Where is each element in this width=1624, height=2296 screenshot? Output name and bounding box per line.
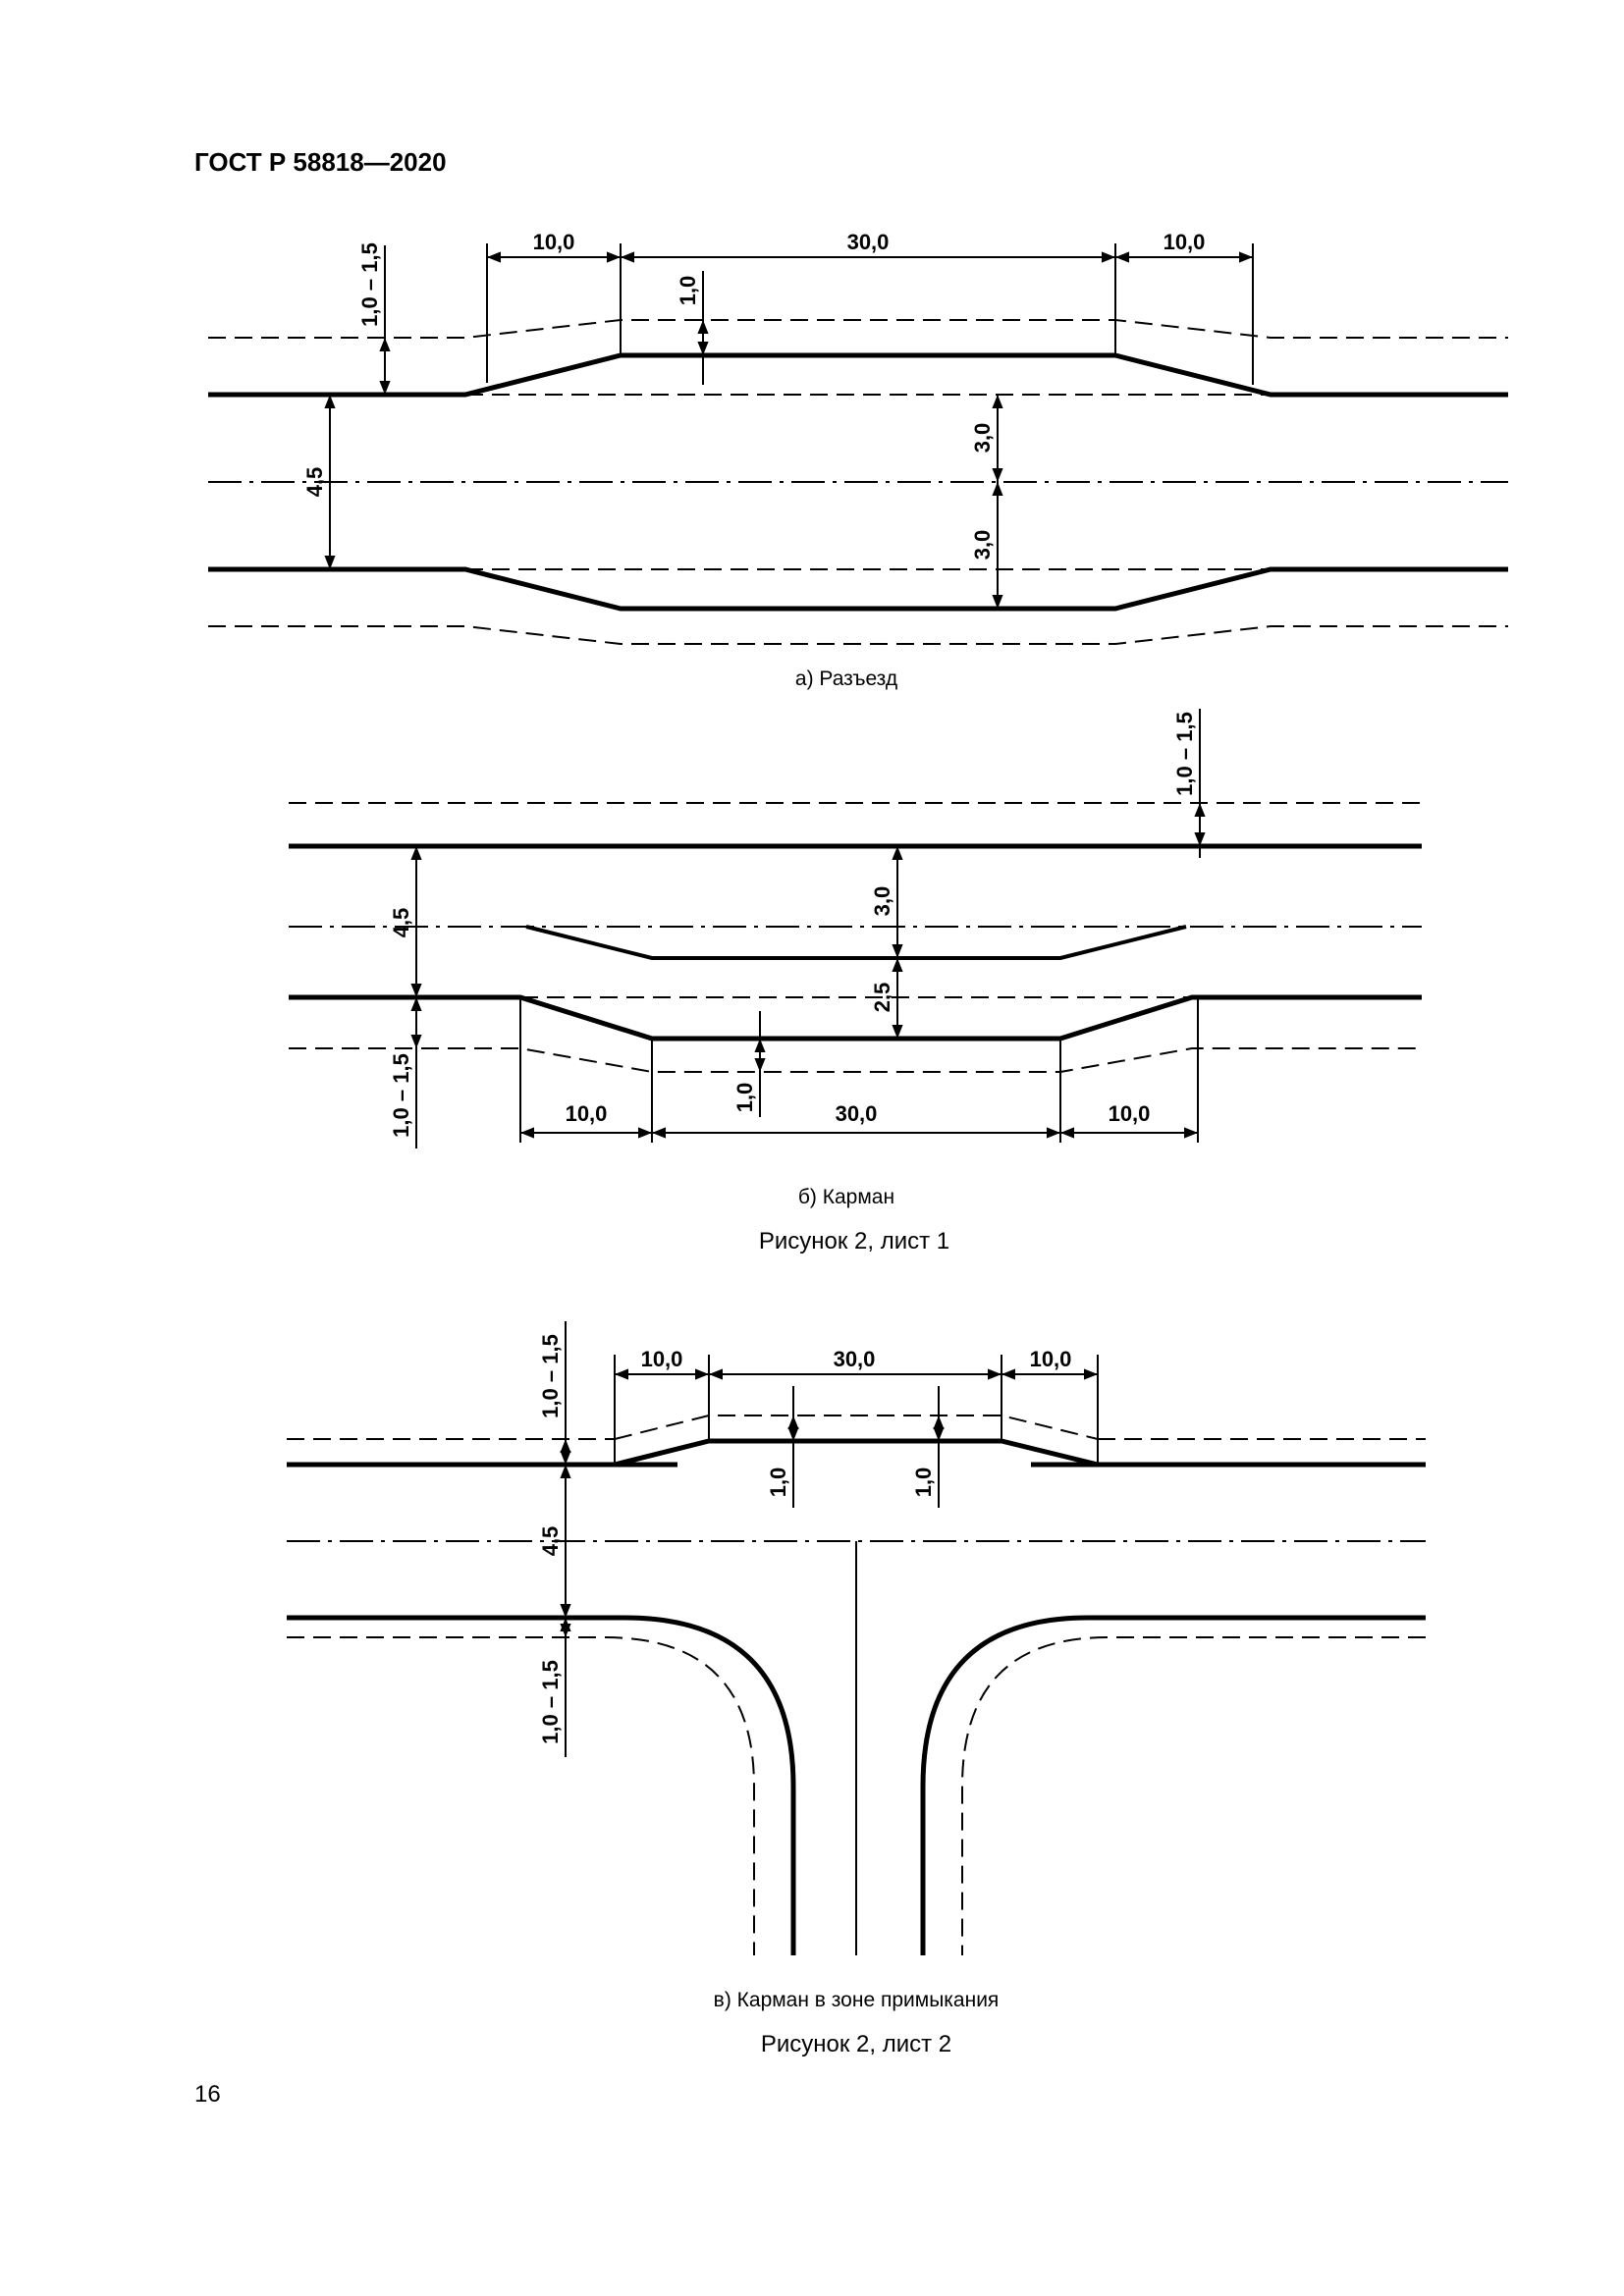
sheet-2-caption: Рисунок 2, лист 2	[761, 2031, 951, 2057]
dim-c-offset-right: 1,0	[911, 1468, 936, 1498]
road-edge-lines	[289, 843, 1422, 1041]
dim-b-lane-width: 4,5	[389, 908, 413, 938]
dim-a-half-top: 3,0	[970, 423, 995, 454]
figure-c-pocket-at-junction: 1,0 – 1,5 10,0 30,0 10,0 1,0 1,0 4,5 1,0…	[287, 1321, 1426, 2057]
dim-a-shoulder-top: 1,0 – 1,5	[357, 242, 382, 327]
dim-b-middle: 30,0	[836, 1101, 878, 1126]
dimension-lines	[560, 1368, 1098, 1637]
shoulder-lines	[287, 1415, 1426, 1955]
standard-header: ГОСТ Р 58818—2020	[194, 147, 447, 177]
dim-a-middle: 30,0	[847, 230, 890, 254]
dim-b-left-taper: 10,0	[566, 1101, 608, 1126]
dim-a-right-taper: 10,0	[1164, 230, 1206, 254]
dim-c-middle: 30,0	[834, 1347, 876, 1371]
caption-c: в) Карман в зоне примыкания	[714, 1989, 1000, 2011]
dim-b-right-taper: 10,0	[1109, 1101, 1151, 1126]
figure-a-passing-bay: 10,0 30,0 10,0 1,0 – 1,5 1,0 4,5 3,0 3,0…	[208, 230, 1508, 690]
dim-b-lower-gap: 2,5	[870, 983, 894, 1013]
dimension-lines	[324, 251, 1253, 609]
road-edge-lines	[208, 352, 1508, 612]
figure-b-pocket: 1,0 – 1,5 4,5 3,0 2,5 1,0 – 1,5 1,0 10,0…	[289, 709, 1422, 1255]
extension-lines	[519, 997, 1199, 1143]
page-number: 16	[194, 2081, 221, 2108]
dim-a-lane-width: 4,5	[302, 467, 327, 498]
dim-c-right-taper: 10,0	[1030, 1347, 1072, 1371]
dim-c-left-taper: 10,0	[641, 1347, 683, 1371]
dim-b-offset: 1,0	[732, 1083, 757, 1113]
dim-b-upper-gap: 3,0	[870, 886, 894, 917]
dim-b-shoulder-bottom: 1,0 – 1,5	[389, 1053, 413, 1138]
dimension-lines	[410, 803, 1206, 1139]
dim-a-offset: 1,0	[676, 276, 700, 306]
dim-c-offset-left: 1,0	[766, 1468, 790, 1498]
dim-c-shoulder-top: 1,0 – 1,5	[538, 1334, 563, 1418]
dim-c-shoulder-bottom: 1,0 – 1,5	[538, 1660, 563, 1744]
shoulder-lines	[208, 319, 1508, 645]
caption-a: а) Разъезд	[795, 667, 897, 690]
dim-c-lane-width: 4,5	[538, 1526, 563, 1557]
dim-a-half-bottom: 3,0	[970, 530, 995, 561]
shoulder-lines	[289, 802, 1422, 1073]
sheet-1-caption: Рисунок 2, лист 1	[759, 1228, 949, 1255]
dim-a-left-taper: 10,0	[533, 230, 575, 254]
dim-b-shoulder-top: 1,0 – 1,5	[1172, 712, 1197, 796]
caption-b: б) Карман	[798, 1186, 894, 1208]
